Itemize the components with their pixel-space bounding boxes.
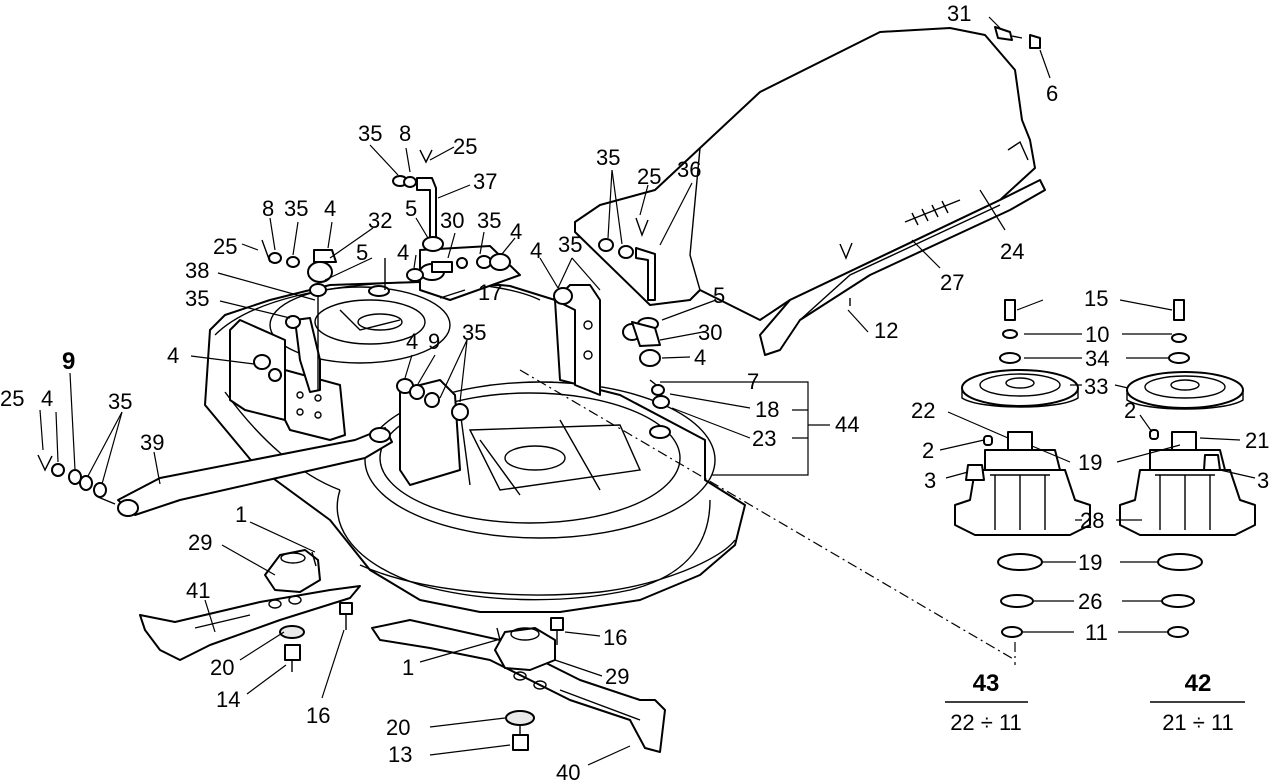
label-part-15: 15	[1084, 286, 1108, 311]
label-part-8: 8	[399, 121, 411, 146]
label-part-44: 44	[835, 412, 859, 437]
leader-lines	[39, 16, 1256, 766]
label-part-19: 19	[1078, 550, 1102, 575]
discharge-chute	[574, 27, 1046, 356]
label-part-5: 5	[405, 196, 417, 221]
blade-adapter-left	[264, 549, 321, 593]
label-part-2: 2	[922, 438, 934, 463]
kit-42-number: 42	[1185, 670, 1212, 697]
label-part-25: 25	[0, 386, 24, 411]
label-part-41: 41	[186, 578, 210, 603]
label-part-2: 2	[1124, 398, 1136, 423]
label-part-35: 35	[558, 232, 582, 257]
label-part-30: 30	[698, 320, 722, 345]
label-part-30: 30	[440, 208, 464, 233]
kit-42-range: 21 ÷ 11	[1162, 710, 1234, 735]
label-part-24: 24	[1000, 239, 1024, 264]
hardware-parts	[37, 26, 1041, 498]
label-part-26: 26	[1078, 589, 1102, 614]
label-part-12: 12	[874, 318, 898, 343]
label-part-4: 4	[324, 196, 336, 221]
blade-left	[139, 585, 361, 661]
label-part-36: 36	[677, 157, 701, 182]
kit-43-number: 43	[973, 670, 1000, 697]
label-part-4: 4	[510, 219, 522, 244]
label-part-32: 32	[368, 208, 392, 233]
label-part-19: 19	[1078, 450, 1102, 475]
label-part-35: 35	[284, 196, 308, 221]
axis-line	[519, 369, 1016, 661]
label-part-4: 4	[41, 386, 53, 411]
label-part-4: 4	[167, 343, 179, 368]
label-part-35: 35	[358, 121, 382, 146]
label-part-14: 14	[216, 687, 240, 712]
label-part-4: 4	[694, 345, 706, 370]
tie-rod-arm	[97, 427, 393, 517]
label-part-21: 21	[1245, 428, 1269, 453]
kit-43-range: 22 ÷ 11	[950, 710, 1022, 735]
label-part-9: 9	[428, 329, 440, 354]
spindle-column-left	[954, 299, 1091, 638]
label-part-1: 1	[235, 502, 247, 527]
spindle-column-right	[1119, 299, 1256, 638]
label-part-3: 3	[1257, 468, 1269, 493]
label-part-29: 29	[188, 530, 212, 555]
label-part-35: 35	[477, 208, 501, 233]
label-part-27: 27	[940, 270, 964, 295]
label-part-25: 25	[637, 164, 661, 189]
label-part-23: 23	[752, 426, 776, 451]
label-part-35: 35	[596, 145, 620, 170]
label-part-31: 31	[947, 1, 971, 26]
mower-deck-housing	[204, 281, 746, 613]
blade-adapter-right	[494, 627, 556, 671]
label-part-5: 5	[356, 240, 368, 265]
label-part-10: 10	[1085, 322, 1109, 347]
label-part-39: 39	[140, 430, 164, 455]
label-part-35: 35	[108, 389, 132, 414]
label-part-22: 22	[911, 398, 935, 423]
lift-bracket-left	[229, 290, 401, 441]
label-part-16: 16	[306, 703, 330, 728]
label-part-13: 13	[388, 742, 412, 767]
label-part-7: 7	[747, 369, 759, 394]
label-part-6: 6	[1046, 81, 1058, 106]
blade-hardware	[279, 551, 564, 751]
label-part-4: 4	[530, 238, 542, 263]
label-part-4: 4	[406, 329, 418, 354]
label-part-34: 34	[1085, 346, 1109, 371]
label-part-16: 16	[603, 625, 627, 650]
label-part-11: 11	[1085, 620, 1108, 645]
label-part-9: 9	[62, 348, 75, 375]
label-part-38: 38	[185, 258, 209, 283]
label-part-17: 17	[478, 280, 502, 305]
label-part-5: 5	[713, 283, 725, 308]
label-part-25: 25	[213, 234, 237, 259]
kit-labels: 43 22 ÷ 11 42 21 ÷ 11	[950, 670, 1234, 735]
label-part-37: 37	[473, 169, 497, 194]
label-part-20: 20	[386, 715, 410, 740]
label-part-35: 35	[462, 320, 486, 345]
label-part-8: 8	[262, 196, 274, 221]
label-part-40: 40	[556, 760, 580, 783]
label-part-29: 29	[605, 664, 629, 689]
label-part-33: 33	[1084, 374, 1108, 399]
label-part-28: 28	[1080, 508, 1104, 533]
label-part-4: 4	[397, 240, 409, 265]
label-part-35: 35	[185, 286, 209, 311]
label-part-18: 18	[755, 397, 779, 422]
label-part-25: 25	[453, 134, 477, 159]
lift-bracket-centre	[399, 245, 601, 486]
label-part-1: 1	[402, 655, 414, 680]
label-part-20: 20	[210, 655, 234, 680]
label-part-3: 3	[924, 468, 936, 493]
